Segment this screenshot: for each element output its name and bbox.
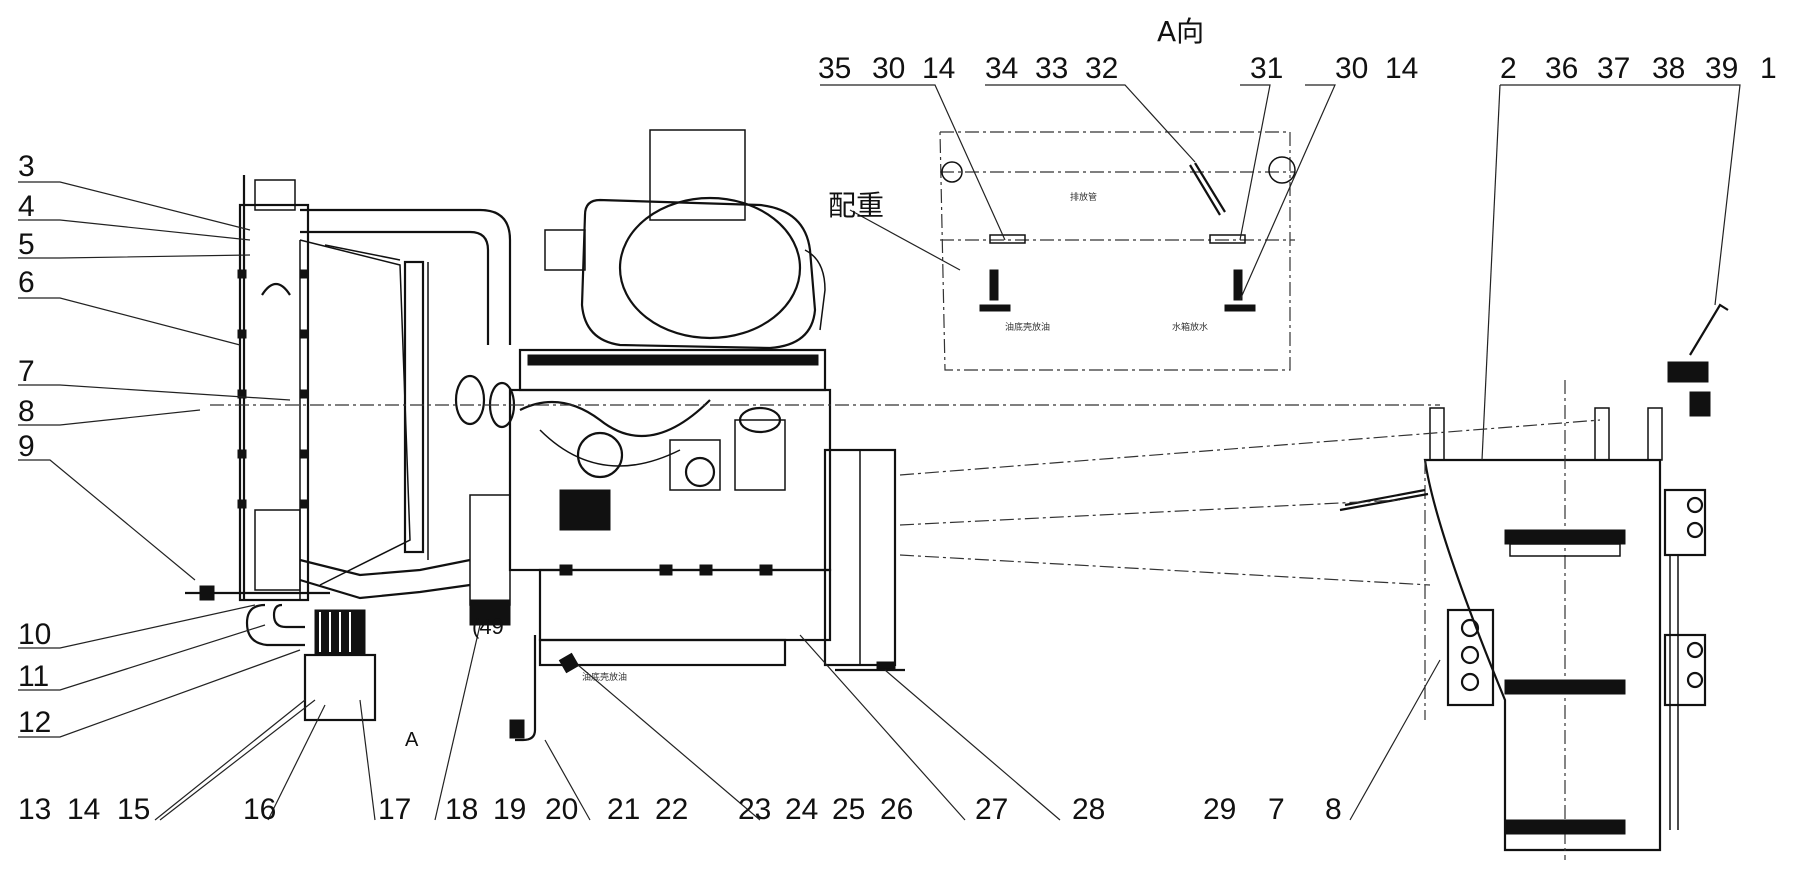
callout-16: 16 xyxy=(243,793,277,826)
callout-38: 38 xyxy=(1652,52,1686,85)
radiator xyxy=(185,175,512,647)
rear-view xyxy=(1339,303,1729,860)
leader-lines xyxy=(18,84,1741,821)
callout-12: 12 xyxy=(18,706,52,739)
callout-9: 9 xyxy=(18,430,35,463)
callout-23: 23 xyxy=(738,793,772,826)
callout-29: 29 xyxy=(1203,793,1237,826)
callout-8: 8 xyxy=(18,395,35,428)
callout-36: 36 xyxy=(1545,52,1579,85)
callout-8-bottom: 8 xyxy=(1325,793,1342,826)
a-direction-view xyxy=(939,131,1296,371)
callout-35: 35 xyxy=(818,52,852,85)
callout-28: 28 xyxy=(1072,793,1106,826)
callout-17: 17 xyxy=(378,793,412,826)
callout-25: 25 xyxy=(832,793,866,826)
callout-4: 4 xyxy=(18,190,35,223)
callout-20: 20 xyxy=(545,793,579,826)
callout-31: 31 xyxy=(1250,52,1284,85)
view-a-title: A向 xyxy=(1157,15,1205,48)
view-note-3: 水箱放水 xyxy=(1172,323,1209,333)
callout-39: 39 xyxy=(1705,52,1739,85)
callout-27: 27 xyxy=(975,793,1009,826)
callout-26: 26 xyxy=(880,793,914,826)
callout-18: 18 xyxy=(445,793,479,826)
callout-5: 5 xyxy=(18,228,35,261)
callout-10: 10 xyxy=(18,618,52,651)
callout-37: 37 xyxy=(1597,52,1631,85)
callout-34: 34 xyxy=(985,52,1019,85)
engine-block xyxy=(454,129,905,742)
callout-14: 14 xyxy=(67,793,101,826)
callout-15: 15 xyxy=(117,793,151,826)
callout-24: 24 xyxy=(785,793,819,826)
view-a-marker: A xyxy=(405,729,419,751)
oil-drain-note: 油底壳放油 xyxy=(582,673,628,683)
callout-49: (49 xyxy=(472,614,504,639)
view-note-2: 油底壳放油 xyxy=(1005,323,1051,333)
callout-14-right: 14 xyxy=(1385,52,1419,85)
callout-6: 6 xyxy=(18,266,35,299)
callout-33: 33 xyxy=(1035,52,1069,85)
callout-30-right: 30 xyxy=(1335,52,1369,85)
callout-2: 2 xyxy=(1500,52,1517,85)
callout-7: 7 xyxy=(18,355,35,388)
callout-30: 30 xyxy=(872,52,906,85)
callout-7-bottom: 7 xyxy=(1268,793,1285,826)
callout-22: 22 xyxy=(655,793,689,826)
callout-11: 11 xyxy=(18,660,50,693)
callout-13: 13 xyxy=(18,793,52,826)
callout-19: 19 xyxy=(493,793,527,826)
callout-1: 1 xyxy=(1760,52,1777,85)
counterweight-label: 配重 xyxy=(828,189,885,222)
view-note-1: 排放管 xyxy=(1070,193,1098,203)
callout-3: 3 xyxy=(18,150,35,183)
fuel-filter-assembly xyxy=(303,609,377,722)
callout-32: 32 xyxy=(1085,52,1119,85)
callout-14-top: 14 xyxy=(922,52,956,85)
callout-21: 21 xyxy=(607,793,641,826)
